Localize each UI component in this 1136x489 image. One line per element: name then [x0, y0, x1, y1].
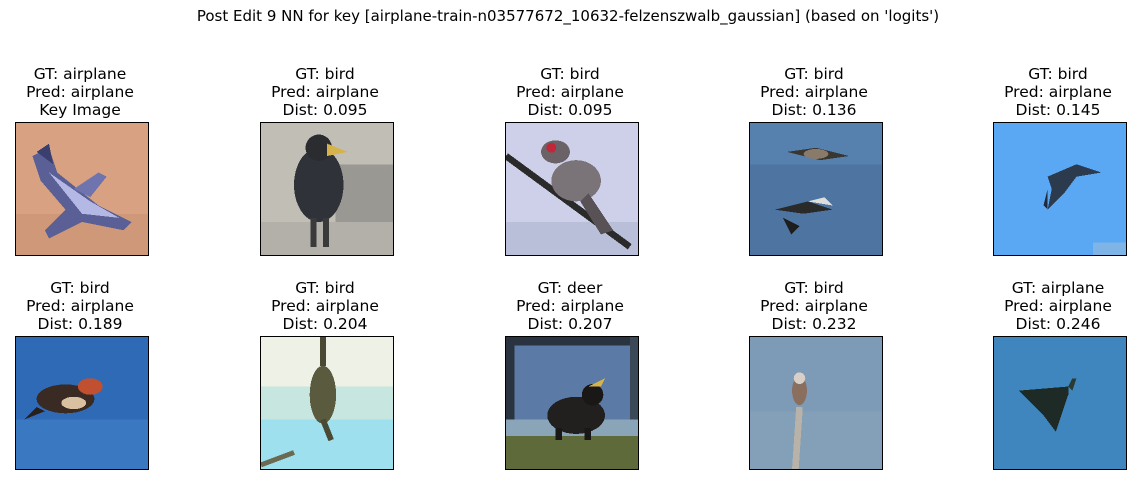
- bison: [506, 337, 638, 469]
- bird-on-pole: [750, 337, 882, 469]
- thumbnail-image: [15, 122, 149, 256]
- caption-pred: Pred: airplane: [1004, 297, 1112, 315]
- thumbnail-image: [993, 122, 1127, 256]
- thumbnail-image: [505, 336, 639, 470]
- crow-gray: [261, 123, 393, 255]
- caption-pred: Pred: airplane: [271, 83, 379, 101]
- bird-dark-blue: [16, 337, 148, 469]
- caption-pred: Pred: airplane: [26, 83, 134, 101]
- thumbnail-image: [505, 122, 639, 256]
- bird-hanging: [261, 337, 393, 469]
- caption-gt: GT: bird: [295, 279, 355, 297]
- caption-extra: Key Image: [39, 101, 121, 119]
- caption-gt: GT: deer: [537, 279, 603, 297]
- thumbnail-image: [993, 336, 1127, 470]
- figure-title: Post Edit 9 NN for key [airplane-train-n…: [196, 7, 940, 25]
- swallow-blue-sky: [994, 123, 1126, 255]
- thumbnail-image: [749, 122, 883, 256]
- airplane-tan-background: [16, 123, 148, 255]
- jet-blue-sky: [994, 337, 1126, 469]
- caption-extra: Dist: 0.232: [771, 315, 857, 333]
- thumbnail-image: [260, 336, 394, 470]
- caption-gt: GT: bird: [784, 65, 844, 83]
- caption-pred: Pred: airplane: [516, 83, 624, 101]
- caption-gt: GT: bird: [540, 65, 600, 83]
- caption-gt: GT: bird: [784, 279, 844, 297]
- caption-pred: Pred: airplane: [1004, 83, 1112, 101]
- caption-extra: Dist: 0.145: [1015, 101, 1101, 119]
- thumbnail-image: [15, 336, 149, 470]
- bird-on-branch: [506, 123, 638, 255]
- caption-extra: Dist: 0.246: [1015, 315, 1101, 333]
- caption-gt: GT: airplane: [33, 65, 127, 83]
- caption-pred: Pred: airplane: [760, 83, 868, 101]
- caption-extra: Dist: 0.207: [527, 315, 613, 333]
- caption-pred: Pred: airplane: [26, 297, 134, 315]
- caption-gt: GT: bird: [1028, 65, 1088, 83]
- caption-pred: Pred: airplane: [516, 297, 624, 315]
- caption-extra: Dist: 0.189: [37, 315, 123, 333]
- caption-pred: Pred: airplane: [760, 297, 868, 315]
- caption-pred: Pred: airplane: [271, 297, 379, 315]
- caption-gt: GT: bird: [50, 279, 110, 297]
- caption-gt: GT: bird: [295, 65, 355, 83]
- thumbnail-image: [260, 122, 394, 256]
- caption-extra: Dist: 0.204: [282, 315, 368, 333]
- caption-gt: GT: airplane: [1011, 279, 1105, 297]
- caption-extra: Dist: 0.095: [282, 101, 368, 119]
- two-birds-flying: [750, 123, 882, 255]
- caption-extra: Dist: 0.136: [771, 101, 857, 119]
- thumbnail-image: [749, 336, 883, 470]
- caption-extra: Dist: 0.095: [527, 101, 613, 119]
